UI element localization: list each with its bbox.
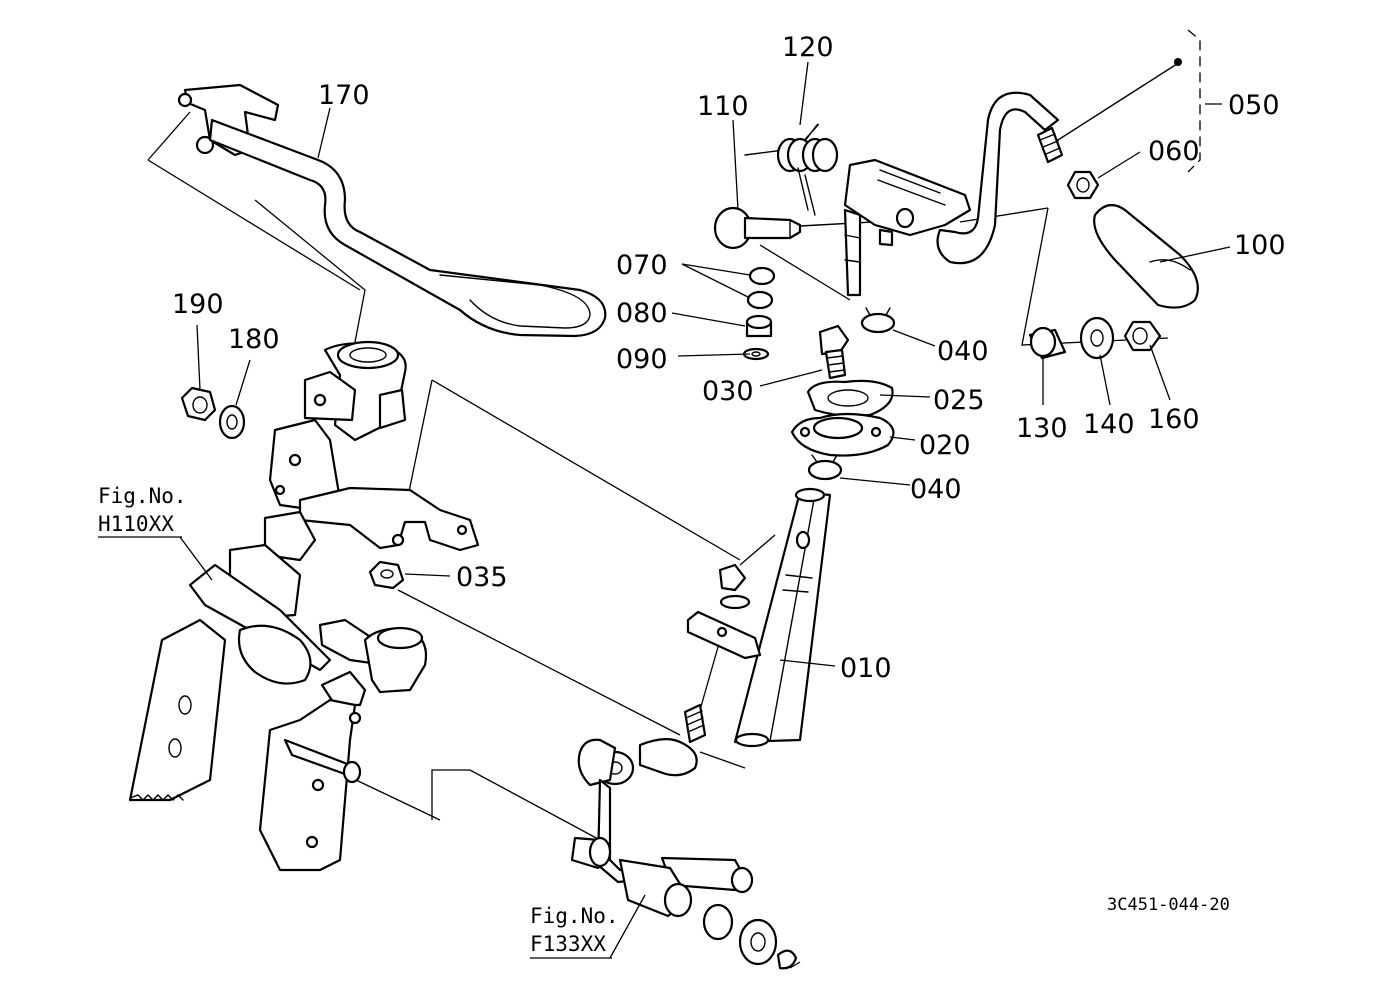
- fig-code-f: F133XX: [530, 932, 606, 956]
- part-160-nut: [1123, 320, 1162, 352]
- label-120: 120: [782, 32, 834, 63]
- label-050: 050: [1228, 90, 1280, 121]
- label-035: 035: [456, 562, 508, 593]
- label-110: 110: [697, 91, 749, 122]
- part-040-clip-lower: [807, 454, 843, 481]
- label-070: 070: [616, 250, 668, 281]
- figure-reference-f133xx: Fig.No. F133XX: [530, 904, 619, 959]
- part-050-lever-end: [1036, 29, 1201, 173]
- part-020-plate: [790, 412, 895, 457]
- part-100-grip: [1093, 203, 1199, 309]
- part-120-spring: [744, 123, 839, 216]
- label-190: 190: [172, 289, 224, 320]
- label-020: 020: [919, 430, 971, 461]
- part-170-rod: [177, 83, 607, 338]
- part-035-nut: [368, 560, 405, 590]
- part-180-washer: [218, 404, 246, 440]
- part-110-pin: [713, 206, 911, 250]
- assembly-lines: [147, 111, 1169, 969]
- main-lever-bracket: [843, 91, 1060, 297]
- fig-code-h: H110XX: [98, 512, 174, 536]
- drawing-code: 3C451-044-20: [1107, 895, 1230, 915]
- label-170: 170: [318, 80, 370, 111]
- part-130-collar: [1028, 326, 1067, 360]
- fig-title-h: Fig.No.: [98, 484, 187, 508]
- label-100: 100: [1234, 230, 1286, 261]
- label-040-lower: 040: [910, 474, 962, 505]
- label-025: 025: [933, 385, 985, 416]
- figure-reference-h110xx: Fig.No. H110XX: [98, 484, 187, 538]
- lower-bushing-set: [570, 836, 798, 970]
- part-labels: 170 120 110 050 060 100 070 080 090 030 …: [172, 32, 1286, 684]
- part-010-shaft: [733, 487, 832, 748]
- part-040-clip-upper: [860, 307, 896, 334]
- label-130: 130: [1016, 413, 1068, 444]
- part-070-collar: [746, 266, 776, 310]
- label-180: 180: [228, 324, 280, 355]
- label-080: 080: [616, 298, 668, 329]
- part-060-nut: [1066, 170, 1100, 200]
- part-030-bolt: [818, 324, 850, 380]
- part-140-washer: [1079, 316, 1115, 360]
- shaft-lower-lever: [686, 563, 762, 660]
- frame-assembly: [128, 340, 480, 872]
- label-leaders: [179, 61, 1231, 959]
- label-090: 090: [616, 344, 668, 375]
- fig-title-f: Fig.No.: [530, 904, 619, 928]
- label-060: 060: [1148, 136, 1200, 167]
- part-025-gasket: [806, 379, 894, 417]
- part-190-nut: [180, 386, 217, 422]
- part-080-bushing: [745, 314, 773, 338]
- label-030: 030: [702, 376, 754, 407]
- label-140: 140: [1083, 409, 1135, 440]
- label-010: 010: [840, 653, 892, 684]
- label-160: 160: [1148, 404, 1200, 435]
- label-040-upper: 040: [937, 336, 989, 367]
- turnbuckle-linkage: [577, 703, 754, 900]
